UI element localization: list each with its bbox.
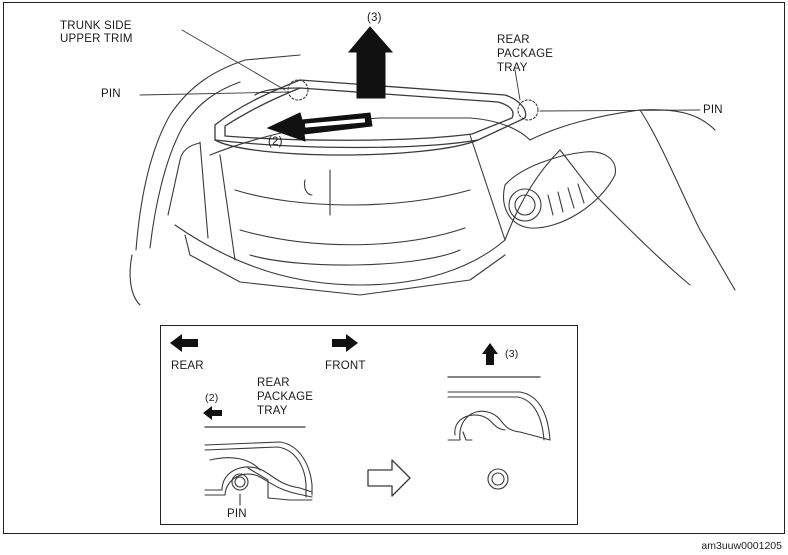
inset-front-label: FRONT: [325, 360, 366, 372]
hollow-right-arrow: [367, 459, 411, 497]
pin-right-label: PIN: [703, 104, 723, 116]
inset-step2-label: (2): [205, 392, 219, 404]
detail-inset: [160, 325, 578, 525]
rear-package-tray: [214, 79, 527, 156]
rear-package-tray-label: REAR PACKAGE TRAY: [497, 33, 553, 75]
rear-package-tray-line2: PACKAGE: [497, 48, 554, 60]
inset-pin-circle-left: [231, 473, 249, 491]
inset-pin-label: PIN: [227, 508, 247, 520]
inset-left-arrow-icon: [203, 406, 222, 420]
step2-label: (2): [268, 136, 283, 148]
inset-tray-line1: REAR: [257, 377, 290, 389]
trunk-side-upper-trim-line2: UPPER TRIM: [60, 33, 133, 45]
figure-frame: [3, 2, 785, 534]
left-arrow-large: [266, 112, 373, 142]
inset-rear-label: REAR: [171, 360, 204, 372]
up-arrow-large: [347, 26, 394, 99]
pin-left-circle: [287, 79, 309, 101]
inset-tray-line3: TRAY: [257, 405, 288, 417]
pin-left-label: PIN: [101, 88, 121, 100]
rear-package-tray-line1: REAR: [497, 34, 530, 46]
rear-arrow-icon: [170, 334, 198, 352]
trunk-side-upper-trim-line1: TRUNK SIDE: [60, 20, 132, 32]
trunk-side-upper-trim-label: TRUNK SIDE UPPER TRIM: [60, 20, 133, 46]
pin-right-circle: [517, 99, 539, 121]
front-arrow-icon: [332, 334, 358, 352]
car-body: [129, 54, 736, 306]
inset-pin-circle-right: [487, 468, 509, 490]
inset-tray-label: REAR PACKAGE TRAY: [257, 376, 313, 418]
inset-tray-line2: PACKAGE: [257, 391, 314, 403]
figure-code: am3uuw0001205: [701, 540, 782, 552]
step3-label: (3): [367, 12, 382, 24]
rear-package-tray-line3: TRAY: [497, 62, 528, 74]
inset-step3-label: (3): [505, 348, 519, 360]
inset-up-arrow-icon: [482, 343, 498, 365]
